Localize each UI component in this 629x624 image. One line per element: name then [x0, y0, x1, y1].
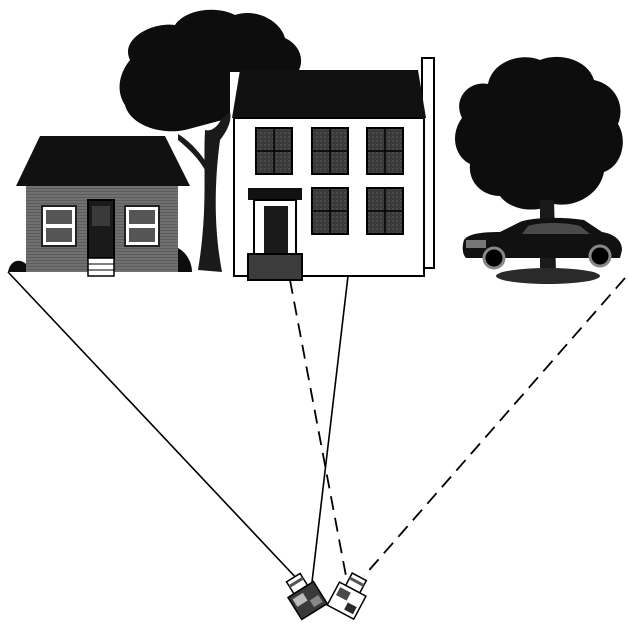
small-house-bush-right: [178, 248, 192, 272]
car-wheel-front: [484, 248, 504, 268]
small-house-bush-left: [8, 261, 26, 272]
small-house-door-panel: [92, 206, 110, 226]
car-wheel-rear: [590, 246, 610, 266]
right-tree-shadow: [496, 268, 600, 284]
right-tree-foliage: [455, 57, 623, 210]
small-house-right-window-lower-pane: [129, 228, 155, 242]
small-house-right-window-upper-pane: [129, 210, 155, 224]
sight-lines: [8, 272, 625, 582]
small-house-steps: [88, 258, 114, 276]
two-story-house: [232, 58, 434, 280]
large-tree-trunk: [178, 112, 231, 272]
two-story-house-roof: [232, 70, 426, 118]
small-house: [8, 136, 192, 276]
front-door: [264, 206, 288, 256]
small-house-left-window-lower-pane: [46, 228, 72, 242]
solid-line-to-small-house: [8, 272, 300, 582]
dashed-line-to-car: [364, 278, 625, 576]
car-grille: [466, 240, 486, 248]
front-steps: [248, 254, 302, 280]
camera-left: [281, 570, 328, 620]
camera-right: [327, 570, 372, 619]
small-house-roof: [16, 136, 190, 186]
porch-canopy: [248, 188, 302, 200]
solid-line-to-two-story-house: [312, 276, 348, 582]
small-house-left-window-upper-pane: [46, 210, 72, 224]
